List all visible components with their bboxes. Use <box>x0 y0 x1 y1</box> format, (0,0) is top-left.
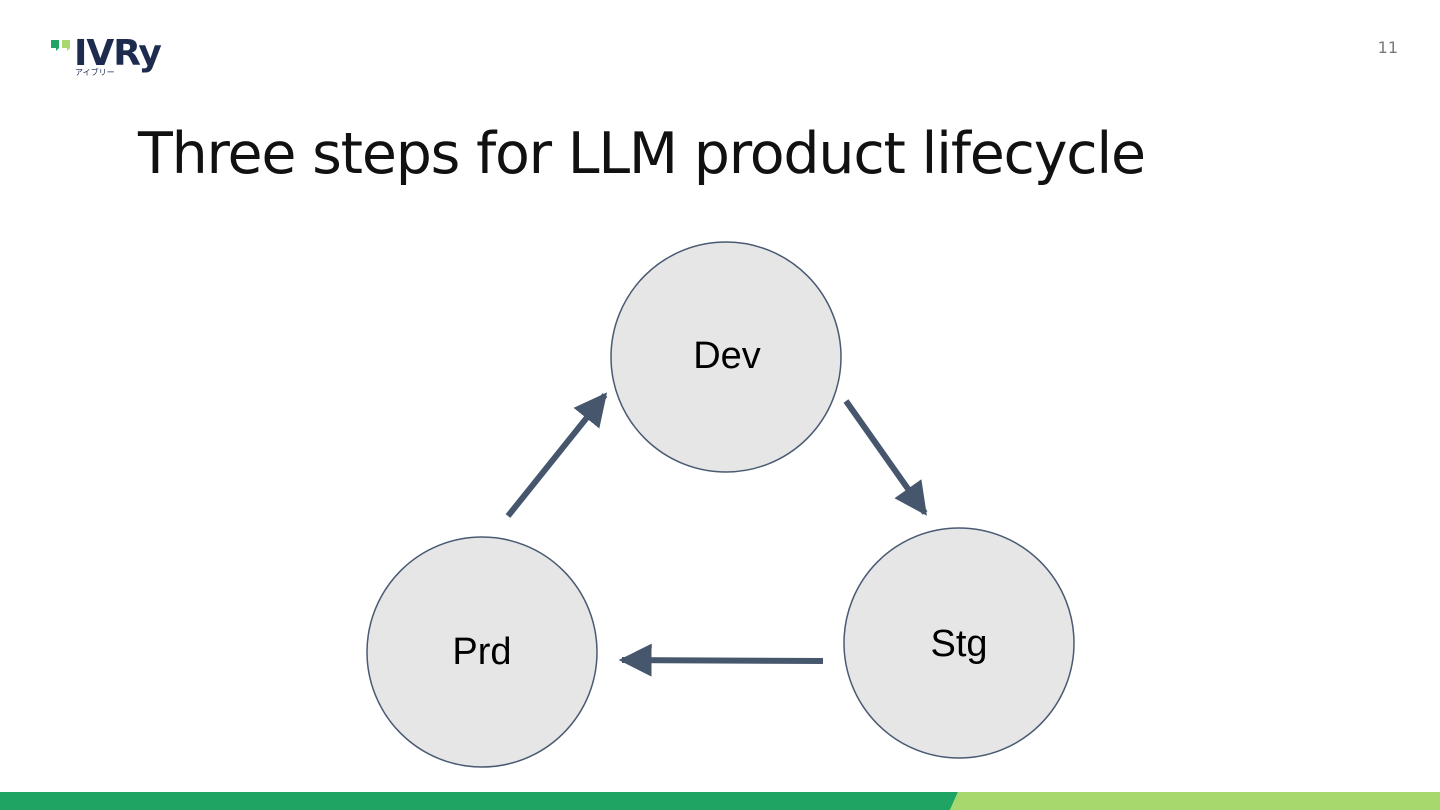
page-number: 11 <box>1377 38 1398 57</box>
node-stg-circle <box>843 527 1075 759</box>
arrow-dev-to-stg <box>843 399 928 516</box>
edge-dev-to-stg <box>843 399 928 516</box>
arrow-stg-to-prd <box>618 643 824 677</box>
node-prd-circle <box>366 536 598 768</box>
node-dev: Dev <box>610 241 842 473</box>
node-dev-circle <box>610 241 842 473</box>
footer-light-green-stripe <box>950 792 1440 810</box>
lifecycle-diagram: Dev Stg Prd <box>366 241 1075 768</box>
ivry-logo: IVRy アイブリー <box>50 34 180 82</box>
footer-color-bar <box>0 792 1440 810</box>
node-stg: Stg <box>843 527 1075 759</box>
slide-title: Three steps for LLM product lifecycle <box>138 121 1146 187</box>
node-stg-label: Stg <box>930 623 987 665</box>
logo-wordmark: IVRy <box>74 33 162 74</box>
logo-speech-marks-icon <box>51 40 70 51</box>
arrow-prd-to-dev <box>505 392 608 518</box>
node-prd-label: Prd <box>452 631 511 673</box>
logo-subtext: アイブリー <box>75 68 115 77</box>
edge-prd-to-dev <box>505 392 608 518</box>
node-dev-label: Dev <box>693 335 761 377</box>
edge-stg-to-prd <box>618 643 824 677</box>
node-prd: Prd <box>366 536 598 768</box>
footer-green-stripe <box>0 792 958 810</box>
